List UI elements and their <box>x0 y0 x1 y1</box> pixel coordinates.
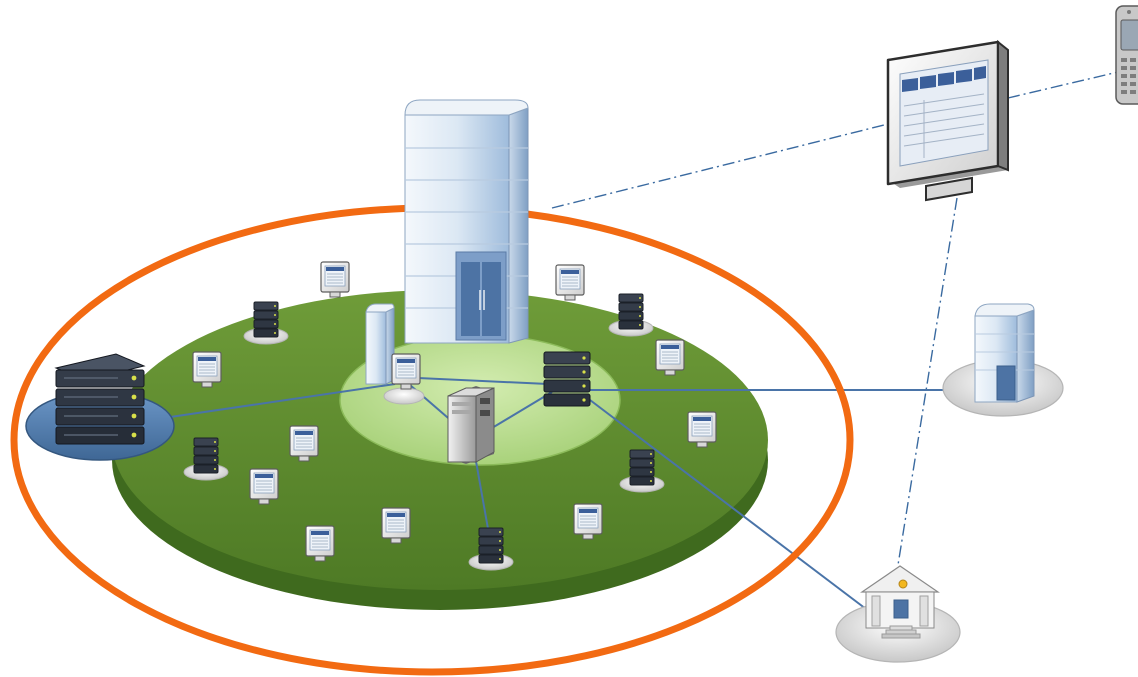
terminal-icon <box>391 353 421 390</box>
server-stack-icon <box>543 351 591 407</box>
terminal-icon <box>320 261 350 298</box>
link-tower-to-peer <box>473 449 491 541</box>
office-tower-icon <box>404 99 529 344</box>
terminal-icon <box>305 525 335 562</box>
terminal-icon <box>555 264 585 301</box>
tower-server-icon <box>447 386 495 464</box>
mobile-phone <box>1115 5 1138 105</box>
link-hq-to-monitor <box>551 123 889 209</box>
terminal-icon <box>687 411 717 448</box>
bank-icon <box>860 565 940 639</box>
link-monitor-to-bank <box>897 197 958 566</box>
link-core-to-remote-server <box>149 383 396 421</box>
core-switch <box>543 351 591 407</box>
monitor <box>886 39 1009 202</box>
link-monitor-to-phone <box>1007 71 1119 99</box>
core-terminal <box>383 353 425 405</box>
office-building-icon <box>974 303 1035 403</box>
terminal-icon <box>655 339 685 376</box>
remote-server <box>25 353 175 461</box>
server-stack-icon <box>54 353 146 445</box>
tower-server <box>447 386 495 464</box>
terminal-icon <box>192 351 222 388</box>
link-switch-to-bank <box>589 399 871 613</box>
hq-tower <box>404 99 529 344</box>
terminal-icon <box>573 503 603 540</box>
link-core-to-switch <box>417 377 549 385</box>
monitor-icon <box>886 39 1009 202</box>
remote-office <box>942 303 1064 417</box>
bank <box>835 565 961 663</box>
terminal-icon <box>289 425 319 462</box>
wireless-links <box>551 71 1119 566</box>
terminal-icon <box>249 468 279 505</box>
small-office <box>365 303 395 385</box>
mobile-phone-icon <box>1115 5 1138 105</box>
terminal-icon <box>381 507 411 544</box>
office-building-icon <box>365 303 395 385</box>
